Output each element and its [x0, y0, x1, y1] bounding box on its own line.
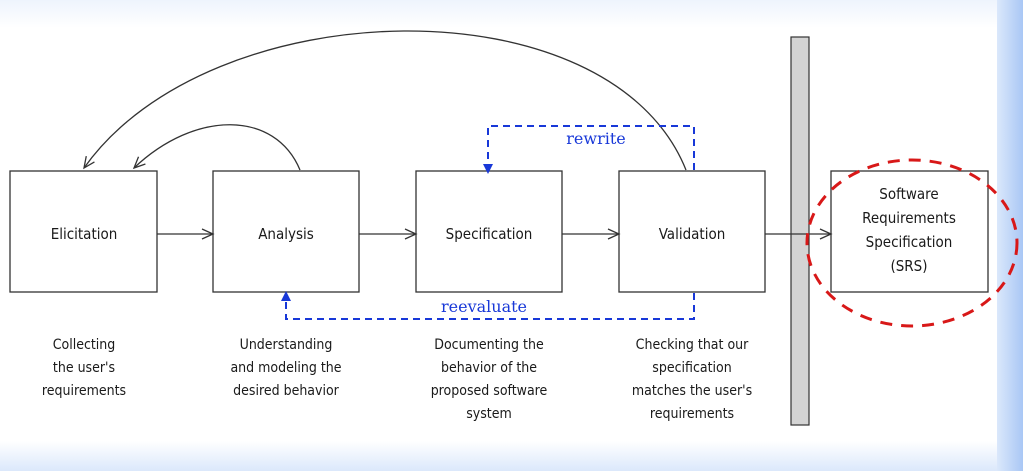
- validation-description-line-4: requirements: [650, 406, 734, 422]
- validation-gate-bar: [790, 36, 810, 426]
- specification-description-line-2: behavior of the: [441, 360, 537, 376]
- specification-description-line-1: Documenting the: [434, 337, 544, 353]
- analysis-description-line-1: Understanding: [240, 337, 333, 353]
- rewrite-label: rewrite: [566, 129, 625, 148]
- validation-description-line-1: Checking that our: [636, 337, 749, 353]
- rewrite-loop-arrow: [483, 125, 695, 174]
- elicitation-label: Elicitation: [51, 225, 118, 243]
- validation-label: Validation: [659, 225, 726, 243]
- background-bottom-band: [0, 441, 1023, 471]
- srs-label-line-4: (SRS): [890, 257, 927, 275]
- elicitation-description-line-2: the user's: [53, 360, 115, 376]
- specification-box: [415, 170, 563, 293]
- validation-description-line-2: specification: [652, 360, 731, 376]
- validation-box: [618, 170, 766, 293]
- elicitation-description-line-3: requirements: [42, 383, 126, 399]
- rewrite-label-backdrop: [558, 128, 634, 148]
- specification-label: Specification: [446, 225, 533, 243]
- srs-highlight-circle: [805, 158, 1019, 328]
- srs-label-line-1: Software: [879, 185, 938, 203]
- analysis-description-line-2: and modeling the: [230, 360, 341, 376]
- background-top-band: [0, 0, 1023, 28]
- background-right-band: [997, 0, 1023, 471]
- reevaluate-loop-arrow: [281, 291, 695, 320]
- validation-to-elicitation-feedback-arrow: [83, 30, 687, 171]
- validation-description-line-3: matches the user's: [632, 383, 752, 399]
- srs-output-box: [830, 170, 989, 293]
- elicitation-description-line-1: Collecting: [53, 337, 116, 353]
- srs-label-line-2: Requirements: [862, 209, 956, 227]
- srs-label-line-3: Specification: [866, 233, 953, 251]
- reevaluate-label-backdrop: [432, 296, 536, 316]
- analysis-label: Analysis: [258, 225, 314, 243]
- elicitation-box: [9, 170, 158, 293]
- reevaluate-label: reevaluate: [441, 297, 527, 316]
- analysis-to-elicitation-feedback-arrow: [132, 124, 301, 171]
- analysis-description-line-3: desired behavior: [233, 383, 340, 399]
- specification-description-line-4: system: [466, 406, 512, 422]
- specification-description-line-3: proposed software: [431, 383, 548, 399]
